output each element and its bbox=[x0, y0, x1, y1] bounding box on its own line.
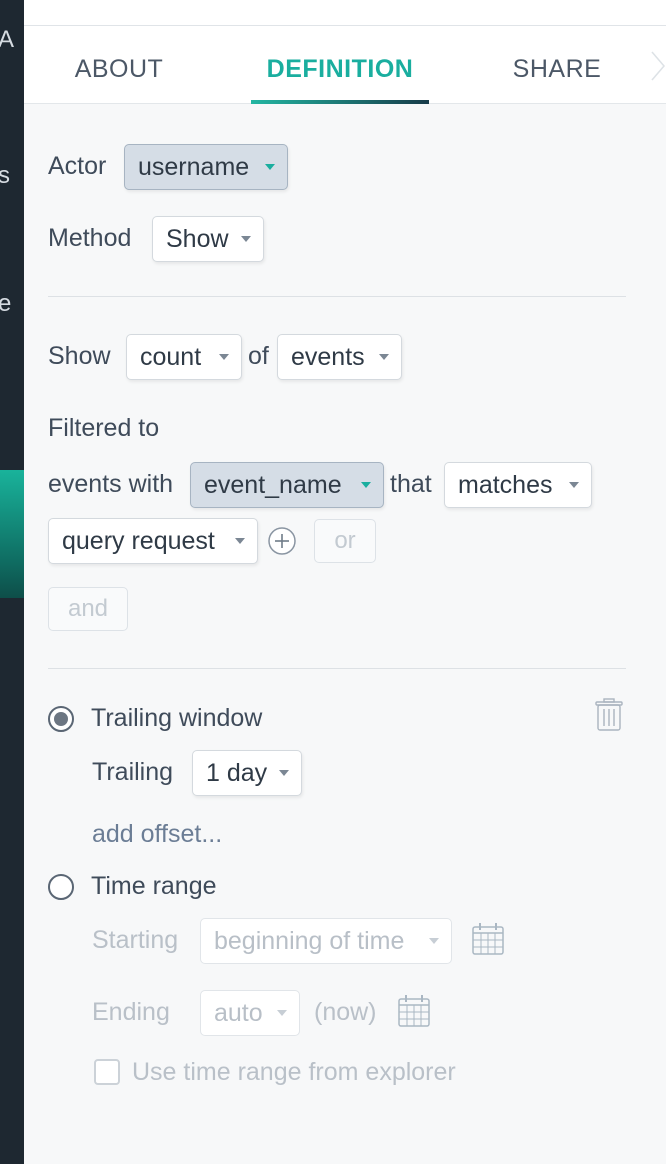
definition-panel: ABOUT DEFINITION SHARE Actor username Me… bbox=[24, 0, 666, 1164]
caret-down-icon bbox=[279, 770, 289, 776]
use-explorer-time-checkbox[interactable] bbox=[94, 1059, 120, 1085]
trailing-label: Trailing bbox=[92, 758, 174, 786]
panel-top-bar bbox=[24, 0, 666, 26]
calendar-icon[interactable] bbox=[396, 993, 432, 1029]
ending-label: Ending bbox=[92, 998, 170, 1026]
show-label: Show bbox=[48, 342, 111, 370]
method-dropdown[interactable]: Show bbox=[152, 216, 264, 262]
filter-value-dropdown[interactable]: query request bbox=[48, 518, 258, 564]
trailing-window-radio[interactable] bbox=[48, 706, 74, 732]
tab-about[interactable]: ABOUT bbox=[74, 55, 164, 83]
aggregate-value: count bbox=[140, 343, 202, 371]
add-offset-link[interactable]: add offset... bbox=[92, 820, 223, 848]
trailing-duration-value: 1 day bbox=[206, 759, 268, 787]
caret-down-icon bbox=[235, 538, 245, 544]
now-label: (now) bbox=[314, 998, 377, 1026]
caret-down-icon bbox=[241, 236, 251, 242]
starting-value: beginning of time bbox=[214, 927, 405, 955]
sidebar-glyph: e bbox=[0, 290, 12, 317]
sidebar-glyph: A bbox=[0, 26, 15, 53]
use-explorer-time-label: Use time range from explorer bbox=[132, 1058, 456, 1086]
calendar-icon[interactable] bbox=[470, 921, 506, 957]
ending-dropdown[interactable]: auto bbox=[200, 990, 300, 1036]
filter-field-dropdown[interactable]: event_name bbox=[190, 462, 384, 508]
actor-value: username bbox=[138, 153, 250, 181]
caret-down-icon bbox=[277, 1010, 287, 1016]
of-label: of bbox=[248, 342, 269, 370]
that-label: that bbox=[390, 470, 432, 498]
method-label: Method bbox=[48, 224, 132, 252]
trailing-duration-dropdown[interactable]: 1 day bbox=[192, 750, 302, 796]
filtered-to-heading: Filtered to bbox=[48, 414, 160, 442]
target-value: events bbox=[291, 343, 365, 371]
caret-down-icon bbox=[219, 354, 229, 360]
tab-definition[interactable]: DEFINITION bbox=[266, 55, 414, 83]
ending-value: auto bbox=[214, 999, 263, 1027]
caret-down-icon bbox=[379, 354, 389, 360]
filter-value-text: query request bbox=[62, 527, 215, 555]
target-dropdown[interactable]: events bbox=[277, 334, 402, 380]
sidebar-glyph: s bbox=[0, 162, 10, 189]
active-tab-indicator bbox=[251, 100, 429, 104]
actor-dropdown[interactable]: username bbox=[124, 144, 288, 190]
sidebar-active-accent bbox=[0, 470, 24, 598]
trailing-window-label: Trailing window bbox=[91, 704, 263, 732]
and-button[interactable]: and bbox=[48, 587, 128, 631]
starting-dropdown[interactable]: beginning of time bbox=[200, 918, 452, 964]
filter-operator-value: matches bbox=[458, 471, 553, 499]
caret-down-icon bbox=[265, 164, 275, 170]
starting-label: Starting bbox=[92, 926, 179, 954]
time-range-label: Time range bbox=[91, 872, 217, 900]
tab-bar: ABOUT DEFINITION SHARE bbox=[24, 26, 666, 104]
app-sidebar: A s e bbox=[0, 0, 24, 1164]
filter-operator-dropdown[interactable]: matches bbox=[444, 462, 592, 508]
caret-down-icon bbox=[569, 482, 579, 488]
plus-circle-icon[interactable] bbox=[267, 526, 297, 556]
trash-icon[interactable] bbox=[594, 698, 624, 732]
tab-share[interactable]: SHARE bbox=[512, 55, 602, 83]
filter-prefix: events with bbox=[48, 470, 174, 498]
caret-down-icon bbox=[361, 482, 371, 488]
caret-down-icon bbox=[429, 938, 439, 944]
section-divider bbox=[48, 668, 626, 669]
section-divider bbox=[48, 296, 626, 297]
or-button[interactable]: or bbox=[314, 519, 376, 563]
actor-label: Actor bbox=[48, 152, 107, 180]
tab-scroll-right-icon[interactable] bbox=[650, 50, 666, 82]
aggregate-dropdown[interactable]: count bbox=[126, 334, 242, 380]
method-value: Show bbox=[166, 225, 229, 253]
time-range-radio[interactable] bbox=[48, 874, 74, 900]
filter-field-value: event_name bbox=[204, 471, 342, 499]
